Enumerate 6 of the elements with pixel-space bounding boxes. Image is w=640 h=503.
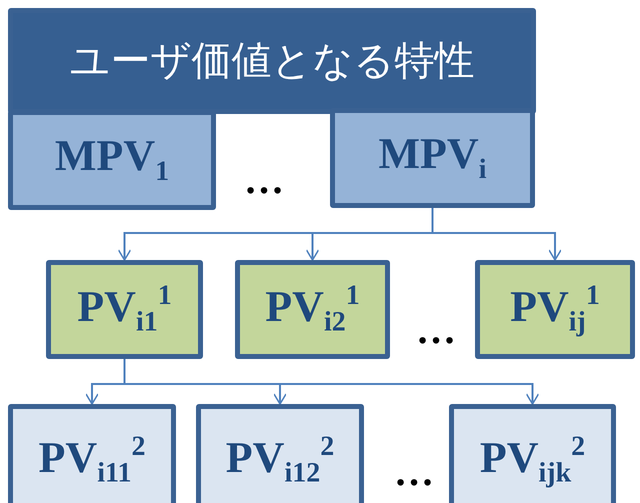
ellipsis: …	[416, 310, 456, 350]
ellipsis: …	[244, 160, 284, 200]
title-band: ユーザ価値となる特性	[8, 8, 536, 114]
category-box: MPV$_{i}$	[330, 108, 535, 208]
ellipsis: …	[394, 452, 434, 492]
category-box: MPV$_{1}$	[8, 110, 216, 210]
